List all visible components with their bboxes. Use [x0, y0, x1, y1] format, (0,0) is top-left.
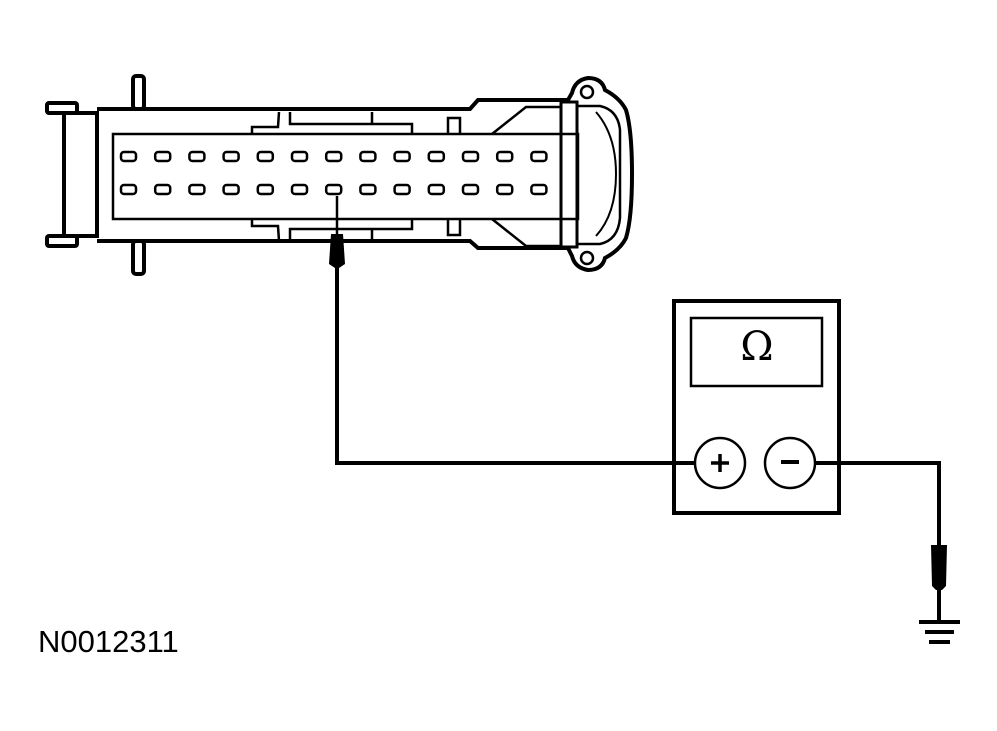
connector-pin [495, 150, 514, 163]
connector-pin [256, 150, 275, 163]
connector-pin [530, 183, 548, 196]
plus-icon [711, 454, 729, 472]
connector-pin [530, 150, 548, 163]
ground-icon [919, 620, 960, 644]
positive-terminal[interactable] [693, 436, 747, 490]
connector-pin [119, 183, 138, 196]
connector-pin [188, 183, 206, 196]
connector-pin [359, 183, 377, 196]
connector-pin [222, 150, 240, 163]
connector-pin [290, 150, 309, 163]
connector-pin [393, 150, 411, 163]
connector-pin [119, 150, 138, 163]
connector-pin [461, 183, 480, 196]
pin-row-1 [119, 150, 548, 163]
connector-pin [188, 150, 206, 163]
connector-pin [290, 183, 309, 196]
connector-pin [324, 183, 343, 196]
connector-pin [359, 150, 377, 163]
probe-tip-icon [329, 234, 345, 268]
probe-lead-positive [329, 196, 694, 465]
connector-pin [393, 183, 411, 196]
ohmmeter [672, 299, 841, 515]
figure-id-label: N0012311 [38, 624, 179, 659]
ohm-symbol: Ω [740, 324, 774, 370]
connector-pin [153, 183, 172, 196]
pin-row-2 [119, 183, 548, 196]
probe-clip-icon [931, 545, 947, 590]
connector-pin [427, 150, 446, 163]
connector-pin [153, 150, 172, 163]
connector-pin [495, 183, 514, 196]
connector-pin [427, 183, 446, 196]
ground-lead [815, 461, 960, 644]
connector-pin [256, 183, 275, 196]
connector [45, 74, 635, 276]
connector-pin [461, 150, 480, 163]
connector-pin [324, 150, 343, 163]
connector-pin [222, 183, 240, 196]
